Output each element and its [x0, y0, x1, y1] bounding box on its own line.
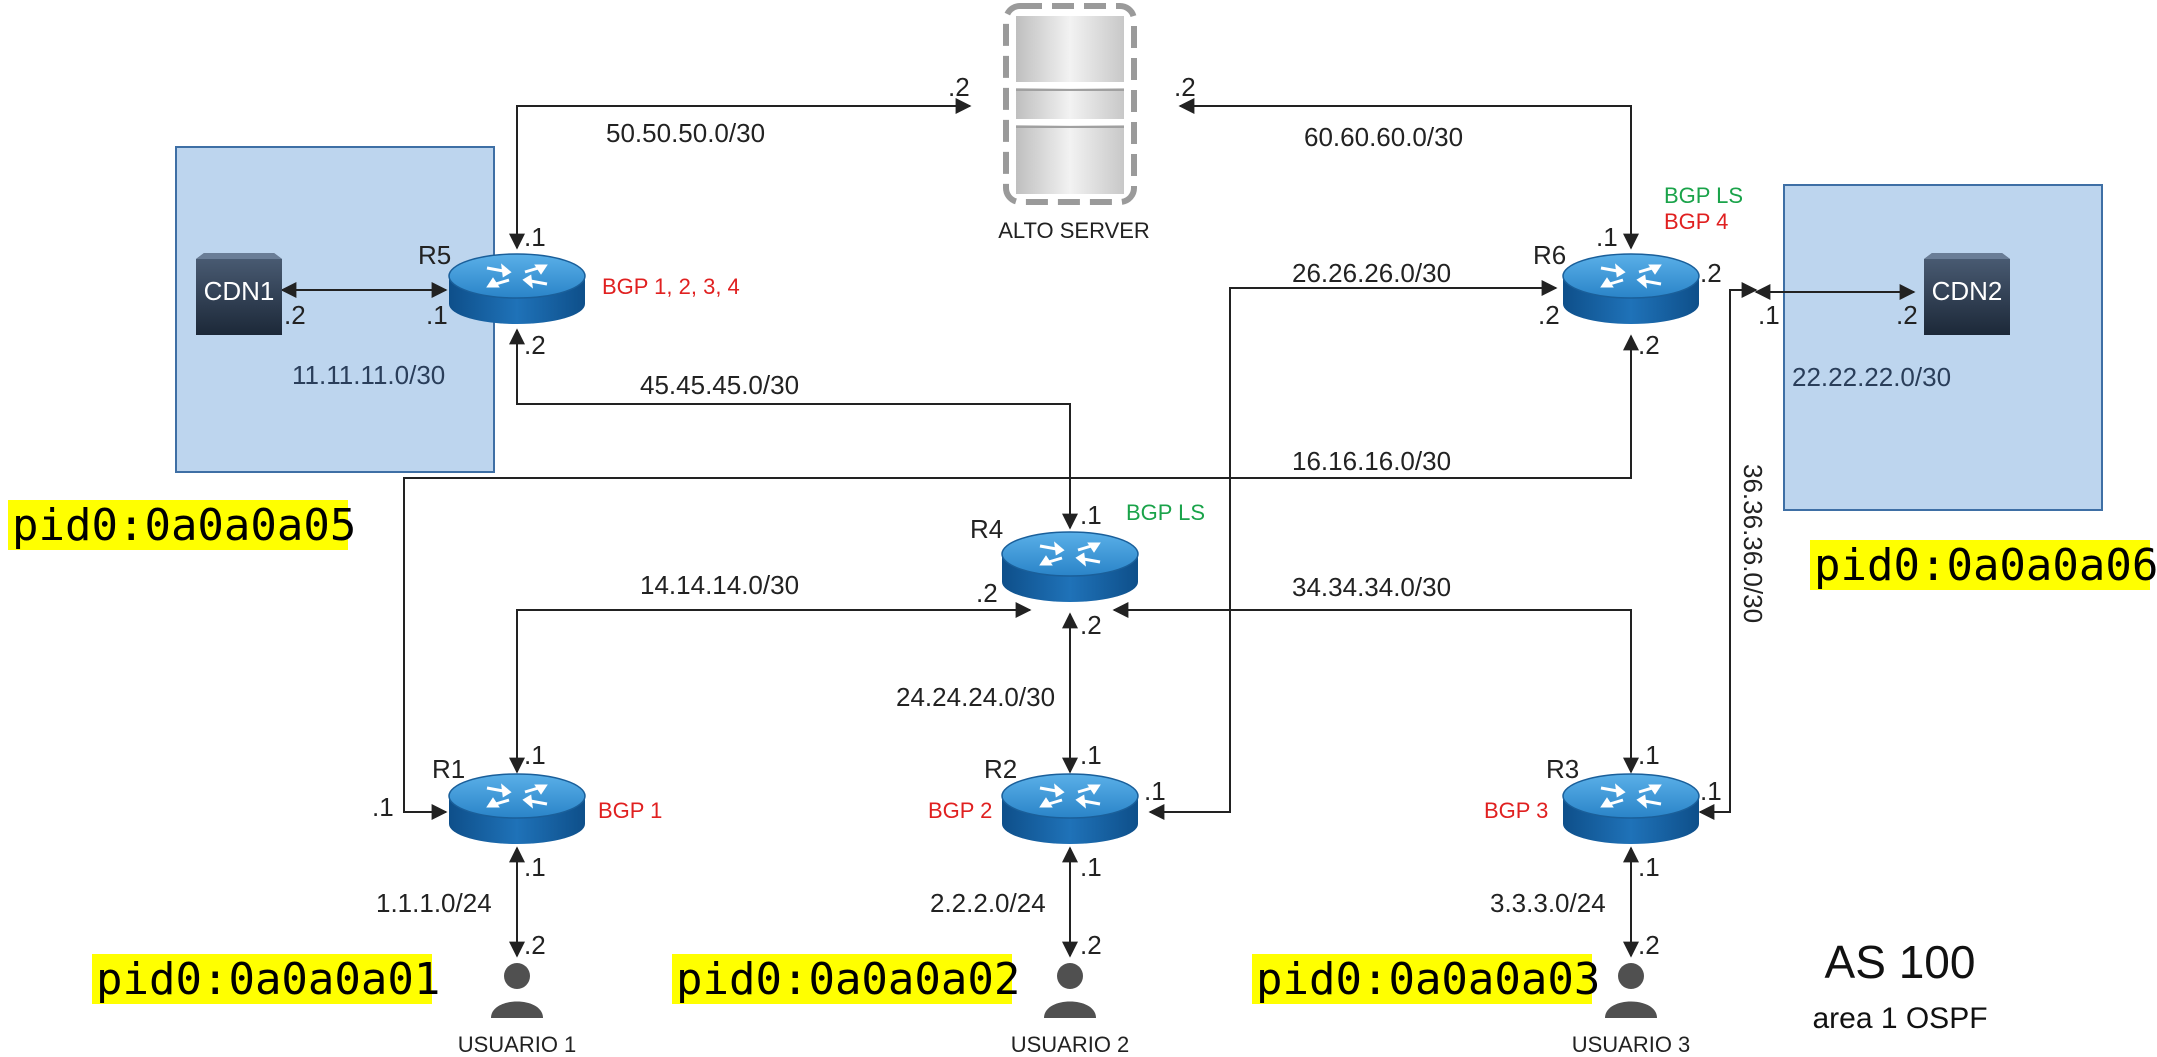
link-r1-r6: [403, 334, 1639, 820]
router-r6-bgp-ls: BGP LS: [1664, 183, 1743, 208]
link-r4-r3: [1112, 602, 1639, 774]
router-r3-name: R3: [1546, 754, 1579, 784]
iface-r3-right: .1: [1700, 776, 1722, 806]
subnet-24: 24.24.24.0/30: [896, 682, 1055, 712]
subnet-cdn2: 22.22.22.0/30: [1792, 362, 1951, 392]
iface-alto-left: .2: [948, 72, 970, 102]
iface-r6-top: .1: [1596, 222, 1618, 252]
subnet-cdn1: 11.11.11.0/30: [292, 360, 445, 390]
cdn2-label: CDN2: [1932, 276, 2003, 306]
iface-r6-right: .2: [1700, 258, 1722, 288]
links: [280, 98, 1916, 958]
iface-r4-left: .2: [976, 578, 998, 608]
pid-cdn2: pid0:0a0a0a06: [1814, 540, 2157, 591]
subnet-36: 36.36.36.0/30: [1738, 464, 1768, 623]
cdn2-zone: [1783, 184, 2103, 511]
as-title: AS 100: [1825, 936, 1976, 988]
router-r5-name: R5: [418, 240, 451, 270]
iface-cdn2-left: .1: [1758, 300, 1780, 330]
subnet-16: 16.16.16.0/30: [1292, 446, 1451, 476]
user-1-icon[interactable]: [491, 963, 543, 1018]
iface-r2-top: .1: [1080, 740, 1102, 770]
interface-suffixes: .2 .2 .1 .1 .2 .2 .1 .2 .2 .2 .1 .2 .1 .…: [284, 72, 1918, 960]
iface-r5-bottom: .2: [524, 330, 546, 360]
router-r4-name: R4: [970, 514, 1003, 544]
iface-r6-left: .2: [1538, 300, 1560, 330]
iface-cdn2-right: .2: [1896, 300, 1918, 330]
router-r6-bgp: BGP 4: [1664, 209, 1728, 234]
iface-r1-left: .1: [372, 792, 394, 822]
user-3-label: USUARIO 3: [1572, 1032, 1691, 1057]
router-r1[interactable]: [447, 772, 587, 846]
iface-r2-right: .1: [1144, 776, 1166, 806]
link-r6-alto: [1178, 98, 1639, 250]
subnet-45: 45.45.45.0/30: [640, 370, 799, 400]
link-r5-r4: [509, 328, 1078, 530]
pid-user1: pid0:0a0a0a01: [96, 954, 440, 1005]
subnet-60: 60.60.60.0/30: [1304, 122, 1463, 152]
alto-server: [1003, 3, 1137, 205]
user-2-label: USUARIO 2: [1011, 1032, 1130, 1057]
pid-user3: pid0:0a0a0a03: [1256, 954, 1600, 1005]
user-1-label: USUARIO 1: [458, 1032, 577, 1057]
subnet-14: 14.14.14.0/30: [640, 570, 799, 600]
pid-user3-highlight: [1252, 954, 1592, 1004]
iface-r4-bottom: .2: [1080, 610, 1102, 640]
router-r4-bgp-ls: BGP LS: [1126, 500, 1205, 525]
router-r3[interactable]: [1561, 772, 1701, 846]
iface-user2: .2: [1080, 930, 1102, 960]
router-r3-bgp: BGP 3: [1484, 798, 1548, 823]
pid-cdn1: pid0:0a0a0a05: [12, 500, 356, 551]
pid-cdn2-highlight: [1810, 540, 2150, 590]
iface-r3-bottom: .1: [1638, 852, 1660, 882]
router-r1-name: R1: [432, 754, 465, 784]
iface-r1-bottom: .1: [524, 852, 546, 882]
cdn1-label: CDN1: [204, 276, 275, 306]
alto-server-label: ALTO SERVER: [998, 218, 1150, 243]
user-2-icon[interactable]: [1044, 963, 1096, 1018]
iface-r2-bottom: .1: [1080, 852, 1102, 882]
link-r2-r6: [1148, 280, 1558, 820]
router-r6[interactable]: [1561, 252, 1701, 326]
user-3-icon[interactable]: [1605, 963, 1657, 1018]
iface-r5-left: .1: [426, 300, 448, 330]
router-r1-bgp: BGP 1: [598, 798, 662, 823]
subnet-2: 2.2.2.0/24: [930, 888, 1046, 918]
iface-alto-right: .2: [1174, 72, 1196, 102]
iface-cdn1: .2: [284, 300, 306, 330]
iface-user3: .2: [1638, 930, 1660, 960]
router-r5-bgp: BGP 1, 2, 3, 4: [602, 274, 740, 299]
router-r6-name: R6: [1533, 240, 1566, 270]
pid-cdn1-highlight: [8, 500, 348, 550]
link-r6-r3: [1698, 282, 1758, 820]
router-r2-name: R2: [984, 754, 1017, 784]
iface-r1-top: .1: [524, 740, 546, 770]
subnet-34: 34.34.34.0/30: [1292, 572, 1451, 602]
iface-r5-top: .1: [524, 222, 546, 252]
link-r1-r4: [509, 602, 1032, 774]
iface-user1: .2: [524, 930, 546, 960]
router-r2-bgp: BGP 2: [928, 798, 992, 823]
router-r5[interactable]: [447, 252, 587, 326]
iface-r6-bottom: .2: [1638, 330, 1660, 360]
iface-r3-top: .1: [1638, 740, 1660, 770]
router-r4[interactable]: [1000, 530, 1140, 604]
subnet-3: 3.3.3.0/24: [1490, 888, 1606, 918]
as-subtitle: area 1 OSPF: [1812, 1002, 1987, 1035]
iface-r4-top: .1: [1080, 500, 1102, 530]
pid-user2-highlight: [672, 954, 1012, 1004]
link-r5-alto: [509, 98, 972, 250]
subnet-1: 1.1.1.0/24: [376, 888, 492, 918]
subnet-26: 26.26.26.0/30: [1292, 258, 1451, 288]
router-r2[interactable]: [1000, 772, 1140, 846]
pid-user1-highlight: [92, 954, 432, 1004]
pid-user2: pid0:0a0a0a02: [676, 954, 1020, 1005]
subnet-50: 50.50.50.0/30: [606, 118, 765, 148]
